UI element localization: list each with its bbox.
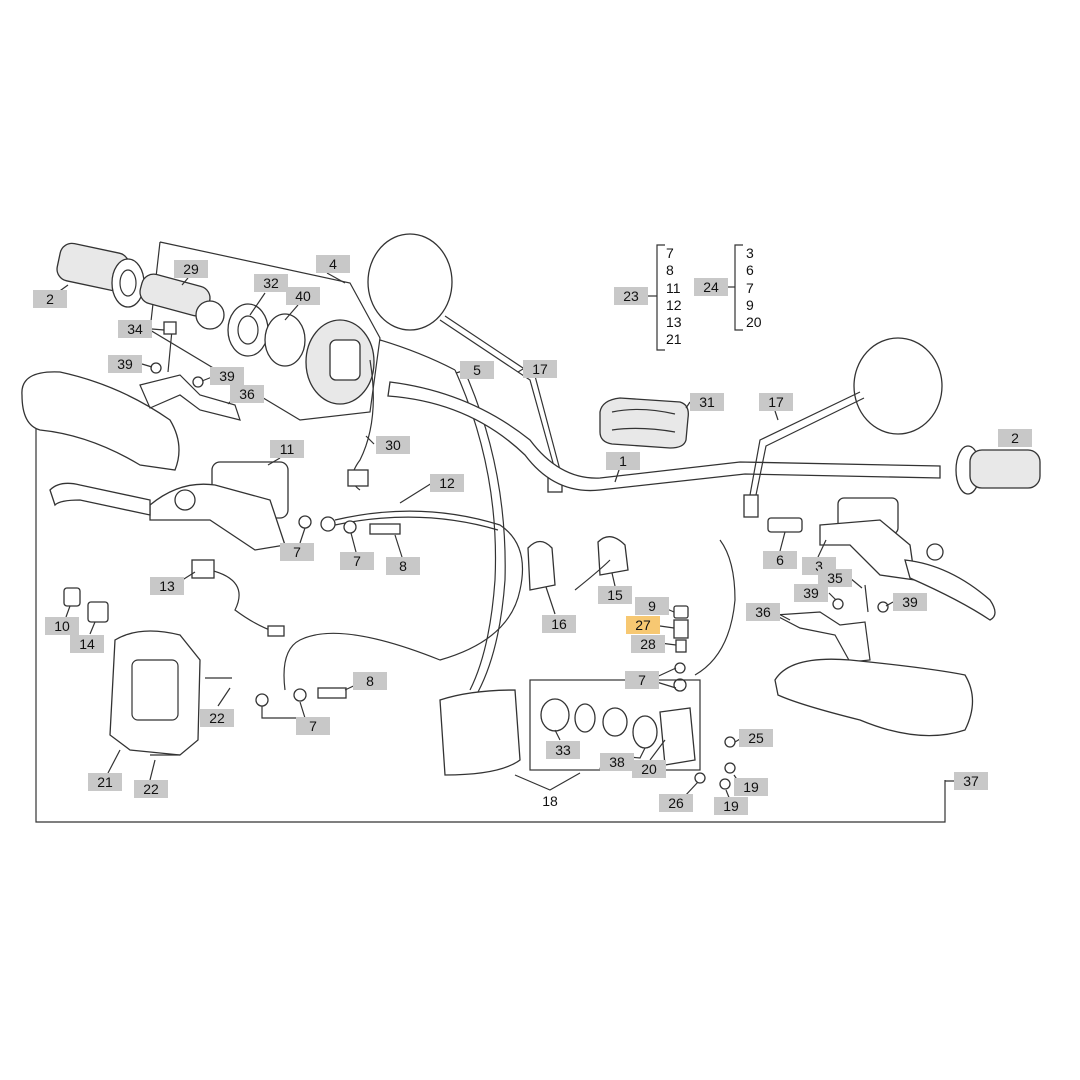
group-23-item: 11 [666,279,681,296]
part-28-drawing [675,639,687,653]
group-23-item: 8 [666,262,674,279]
part-label-36-left: 36 [230,385,264,403]
switch-6-drawing [767,517,803,533]
part-label-37: 37 [954,772,988,790]
part-10-drawing [63,587,81,607]
left-handguard-drawing [21,371,180,471]
group-24-bracket [734,244,743,331]
group-23-item: 21 [666,331,682,348]
right-handguard-drawing [774,658,974,737]
part-label-24: 24 [694,278,728,296]
part-label-18: 18 [542,793,558,809]
brake-hose-12 [283,510,524,691]
part-label-25: 25 [739,729,773,747]
part-label-13: 13 [150,577,184,595]
part-label-28: 28 [631,635,665,653]
group-24-list: 3 6 7 9 20 [746,245,762,331]
part-label-32: 32 [254,274,288,292]
handlebar-drawing [387,381,941,492]
part-label-7-b: 7 [340,552,374,570]
group-24-item: 7 [746,279,754,296]
part-label-19-b: 19 [714,797,748,815]
group-24-item: 9 [746,296,754,313]
part-label-39-a: 39 [108,355,142,373]
part-label-8-bottom: 8 [353,672,387,690]
group-24-item: 20 [746,314,762,331]
part-label-22-a: 22 [200,709,234,727]
part-label-33: 33 [546,741,580,759]
right-mirror-drawing [743,337,943,518]
part-label-29: 29 [174,260,208,278]
part-label-15: 15 [598,586,632,604]
part-label-11: 11 [270,440,304,458]
group-23-item: 13 [666,314,682,331]
part-label-7-d: 7 [296,717,330,735]
caliper-drawing [109,630,201,756]
part-label-12: 12 [430,474,464,492]
part-label-6: 6 [763,551,797,569]
cable-5 [454,369,497,691]
part-14-drawing [87,601,109,623]
part-label-17-left: 17 [523,360,557,378]
bar-pad-drawing [599,397,689,449]
part-label-8-top: 8 [386,557,420,575]
left-bracket-drawing [139,374,241,421]
left-master-cylinder-drawing [49,461,289,551]
part-label-7-c: 7 [625,671,659,689]
group-23-item: 7 [666,245,674,261]
part-label-2-right: 2 [998,429,1032,447]
group-23-item: 12 [666,296,682,313]
part-label-40: 40 [286,287,320,305]
part-label-27-highlighted: 27 [626,616,660,634]
part-label-9: 9 [635,597,669,615]
group-23-list: 7 8 11 12 13 21 [666,245,682,349]
part-label-23: 23 [614,287,648,305]
part-label-20: 20 [632,760,666,778]
right-grip-drawing [955,445,1041,495]
part-label-39-d: 39 [893,593,927,611]
part-9-drawing [673,605,689,619]
part-label-31: 31 [690,393,724,411]
part-label-22-b: 22 [134,780,168,798]
part-label-38: 38 [600,753,634,771]
part-label-34: 34 [118,320,152,338]
part-label-4: 4 [316,255,350,273]
switch-16-drawing [527,540,556,591]
sensor-13-cable [209,569,276,633]
repair-kit-parts-drawing [540,698,696,766]
part-label-16: 16 [542,615,576,633]
throttle-parts-drawing [139,273,375,405]
part-label-21: 21 [88,773,122,791]
part-label-19-a: 19 [734,778,768,796]
part-label-1: 1 [606,452,640,470]
part-label-35: 35 [818,569,852,587]
right-master-cylinder-drawing [819,497,996,621]
part-label-10: 10 [45,617,79,635]
part-label-39-b: 39 [210,367,244,385]
assembly-frame [35,402,946,823]
group-24-item: 6 [746,262,754,279]
part-label-17-right: 17 [759,393,793,411]
part-label-36-right: 36 [746,603,780,621]
leader-lines [65,272,894,801]
part-label-2-left: 2 [33,290,67,308]
pouch-drawing [439,689,521,776]
left-grip-drawing [49,242,145,308]
part-27-drawing [673,619,689,639]
part-label-5: 5 [460,361,494,379]
part-label-26: 26 [659,794,693,812]
switch-15-drawing [597,536,629,576]
part-label-7-a: 7 [280,543,314,561]
group-24-item: 3 [746,245,754,261]
group-23-bracket [656,244,665,351]
part-label-30: 30 [376,436,410,454]
part-label-39-c: 39 [794,584,828,602]
right-bracket-drawing [772,611,871,663]
part-label-14: 14 [70,635,104,653]
